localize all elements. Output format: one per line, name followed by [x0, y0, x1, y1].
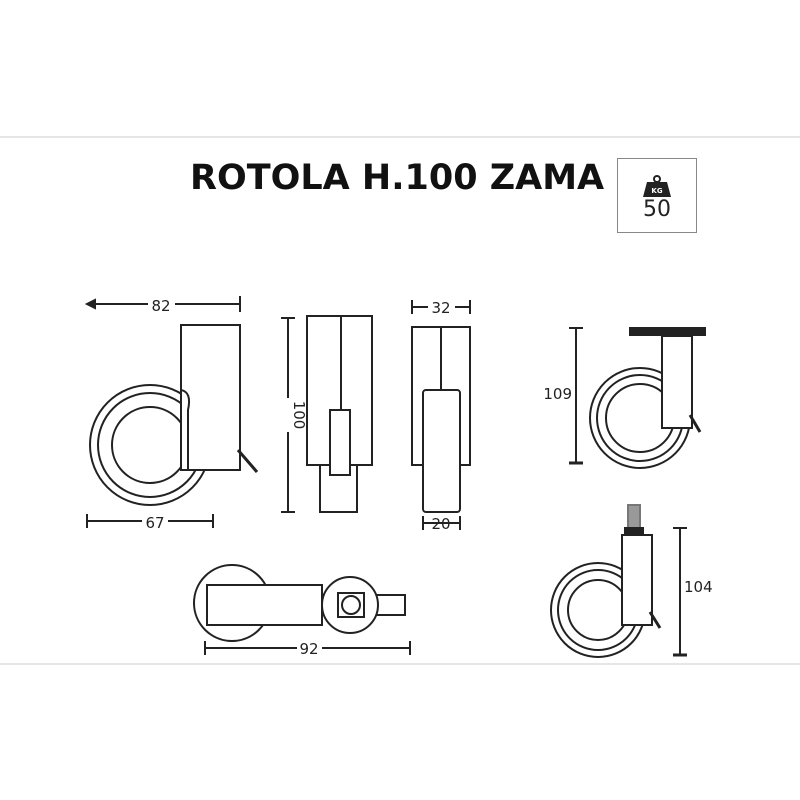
kg-label: KG	[651, 187, 662, 195]
dim-104: 104	[684, 578, 713, 596]
product-title: ROTOLA H.100 ZAMA	[190, 158, 605, 198]
plate-caster-view	[569, 327, 706, 469]
dim-67: 67	[145, 514, 164, 532]
weight-kg-icon: KG	[643, 175, 671, 197]
stem-caster-view	[550, 504, 687, 658]
side-view	[84, 296, 259, 528]
dim-32: 32	[431, 299, 450, 317]
front-view	[281, 315, 373, 513]
top-view	[193, 564, 411, 655]
load-capacity-value: 50	[643, 197, 671, 222]
dim-20: 20	[431, 515, 450, 533]
dim-82: 82	[151, 297, 170, 315]
load-capacity-badge: KG 50	[617, 158, 697, 233]
dim-92: 92	[299, 640, 318, 658]
dim-100: 100	[290, 401, 308, 430]
rear-view	[411, 300, 471, 530]
dim-109: 109	[543, 385, 572, 403]
